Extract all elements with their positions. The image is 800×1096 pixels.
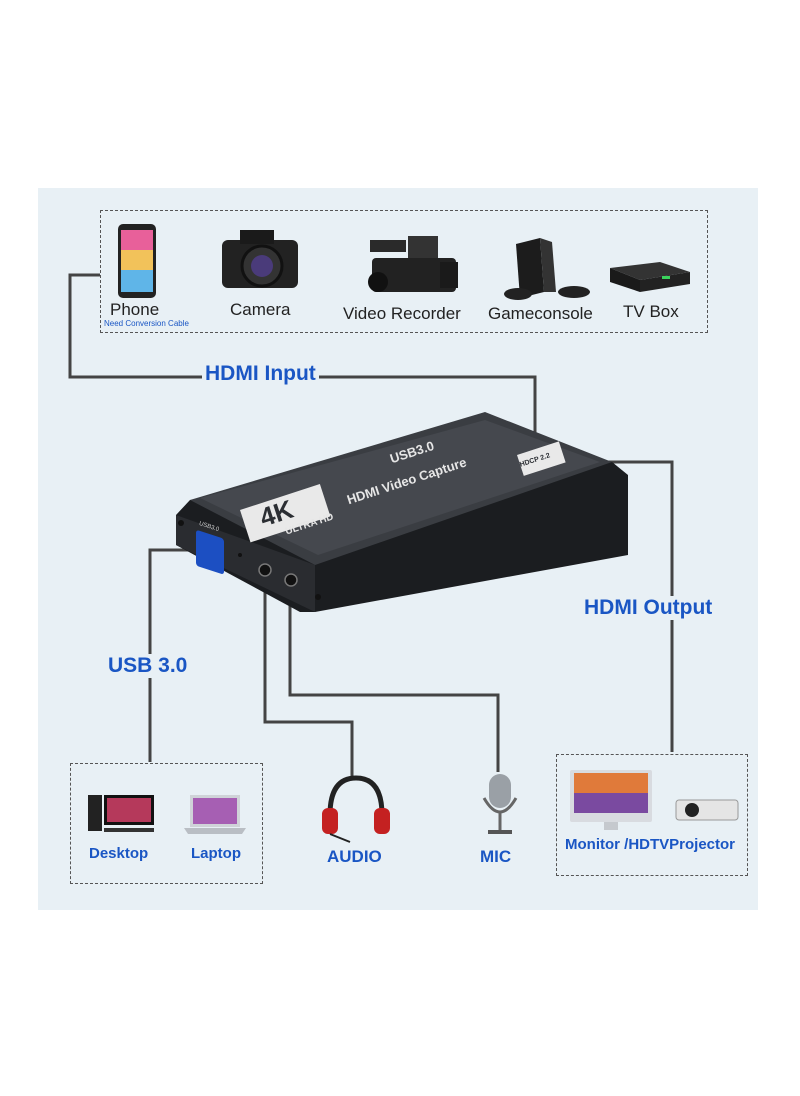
mic-label: MIC	[480, 847, 512, 866]
badge-4k-bg	[239, 484, 331, 543]
mic-line	[288, 590, 500, 772]
display-devices-box	[556, 754, 748, 876]
capture-card	[176, 412, 628, 612]
mic-jack	[284, 573, 298, 587]
phone-label: Phone	[110, 300, 160, 319]
usb-port	[196, 530, 224, 574]
screw-left	[178, 520, 184, 526]
gameconsole-label: Gameconsole	[488, 304, 593, 323]
laptop-label: Laptop	[191, 845, 241, 862]
video-recorder-icon	[368, 236, 458, 292]
hdmi-output-label: HDMI Output	[581, 596, 716, 620]
monitor-projector-label: Monitor /HDTVProjector	[565, 836, 736, 853]
phone-note: Need Conversion Cable	[104, 319, 189, 328]
usb-label: USB 3.0	[105, 654, 191, 678]
projector-icon	[675, 799, 739, 821]
status-led	[238, 553, 242, 557]
hdmi-input-line	[68, 273, 537, 440]
usb-line	[148, 548, 198, 762]
tv-box-icon	[610, 262, 690, 292]
gameconsole-icon	[504, 238, 590, 300]
hdmi-input-label: HDMI Input	[202, 362, 319, 386]
video-recorder-label: Video Recorder	[343, 304, 461, 323]
computers-box	[70, 763, 263, 884]
headphones-icon	[322, 775, 390, 843]
camera-label: Camera	[230, 300, 291, 319]
connection-lines	[68, 273, 674, 778]
hdmi-output-line	[590, 460, 674, 752]
screw-right	[315, 594, 321, 600]
audio-jack	[258, 563, 272, 577]
audio-line	[263, 585, 354, 778]
hdcp-badge-bg	[517, 441, 566, 476]
source-devices-box	[100, 210, 708, 333]
desktop-icon	[88, 795, 154, 832]
camera-icon	[222, 230, 298, 288]
monitor-icon	[570, 770, 652, 830]
phone-icon	[118, 224, 156, 298]
desktop-label: Desktop	[89, 845, 149, 862]
tv-box-label: TV Box	[623, 302, 679, 321]
microphone-icon	[482, 774, 518, 834]
laptop-icon	[184, 795, 246, 834]
audio-label: AUDIO	[327, 847, 382, 866]
